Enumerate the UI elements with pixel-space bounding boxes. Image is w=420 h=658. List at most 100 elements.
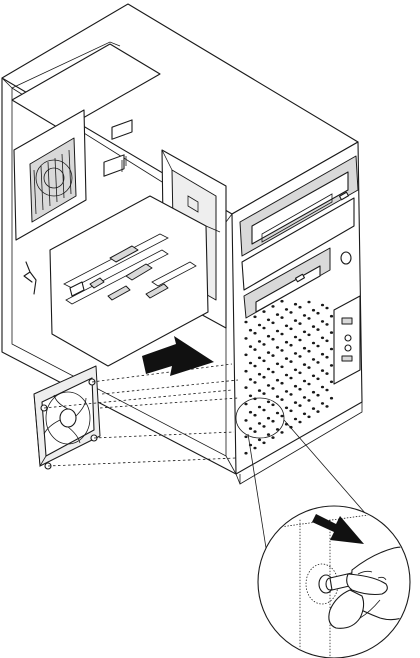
vent-hole [298,404,301,407]
vent-hole [289,410,292,413]
vent-hole [258,357,261,360]
vent-hole [303,363,306,366]
vent-hole [280,431,283,434]
vent-hole [321,320,324,323]
vent-hole [258,324,261,327]
vent-hole [262,442,265,445]
vent-hole [280,415,283,418]
vent-hole [262,327,265,330]
vent-hole [294,418,297,421]
vent-hole [244,337,247,340]
vent-hole [289,344,292,347]
vent-hole [330,381,333,384]
vent-hole [276,379,279,382]
vent-hole [307,366,310,369]
vent-hole [244,403,247,406]
vent-hole [316,328,319,331]
vent-hole [244,436,247,439]
rear-system-fan [34,366,100,469]
vent-hole [249,411,252,414]
vent-hole [267,401,270,404]
vent-hole [253,365,256,368]
vent-hole [312,325,315,328]
vent-hole [294,303,297,306]
vent-hole [244,419,247,422]
vent-hole [262,310,265,313]
vent-hole [249,427,252,430]
vent-hole [303,314,306,317]
vent-hole [271,338,274,341]
vent-hole [298,372,301,375]
vent-hole [294,336,297,339]
vent-hole [244,452,247,455]
vent-hole [316,378,319,381]
vent-hole [267,319,270,322]
vent-hole [303,380,306,383]
vent-hole [244,321,247,324]
vent-hole [280,382,283,385]
vent-hole [298,339,301,342]
vent-hole [289,311,292,314]
vent-hole [280,349,283,352]
vent-hole [262,409,265,412]
vent-hole [276,412,279,415]
vent-hole [285,341,288,344]
vent-hole [280,398,283,401]
vent-hole [312,375,315,378]
vent-hole [271,371,274,374]
vent-hole [298,322,301,325]
vent-hole [267,384,270,387]
vent-hole [262,392,265,395]
vent-hole [271,354,274,357]
vent-hole [271,404,274,407]
vent-hole [253,316,256,319]
vent-hole [285,308,288,311]
vent-hole [253,381,256,384]
vent-hole [276,363,279,366]
vent-hole [285,407,288,410]
vent-hole [280,300,283,303]
vent-hole [267,335,270,338]
vent-hole [289,328,292,331]
vent-hole [298,388,301,391]
vent-hole [330,315,333,318]
vent-hole [262,376,265,379]
vent-hole [258,373,261,376]
vent-hole [307,317,310,320]
vent-hole [316,410,319,413]
vent-hole [316,361,319,364]
vent-hole [271,387,274,390]
vent-hole [258,389,261,392]
system-board [50,196,220,366]
vent-hole [249,362,252,365]
vent-hole [289,360,292,363]
vent-hole [280,333,283,336]
vent-hole [285,390,288,393]
vent-hole [307,383,310,386]
vent-hole [294,352,297,355]
vent-hole [244,386,247,389]
vent-hole [262,425,265,428]
vent-hole [330,364,333,367]
vent-hole [321,386,324,389]
vent-hole [316,345,319,348]
vent-hole [267,368,270,371]
vent-hole [325,323,328,326]
vent-hole [325,307,328,310]
cable-tie [24,262,36,294]
vent-hole [325,389,328,392]
vent-hole [321,369,324,372]
vent-hole [276,313,279,316]
vent-hole [285,325,288,328]
vent-hole [325,356,328,359]
vent-hole [267,351,270,354]
vent-hole [298,355,301,358]
vent-hole [307,350,310,353]
vent-hole [289,393,292,396]
vent-hole [285,374,288,377]
vent-hole [307,416,310,419]
vent-hole [271,322,274,325]
vent-hole [258,422,261,425]
